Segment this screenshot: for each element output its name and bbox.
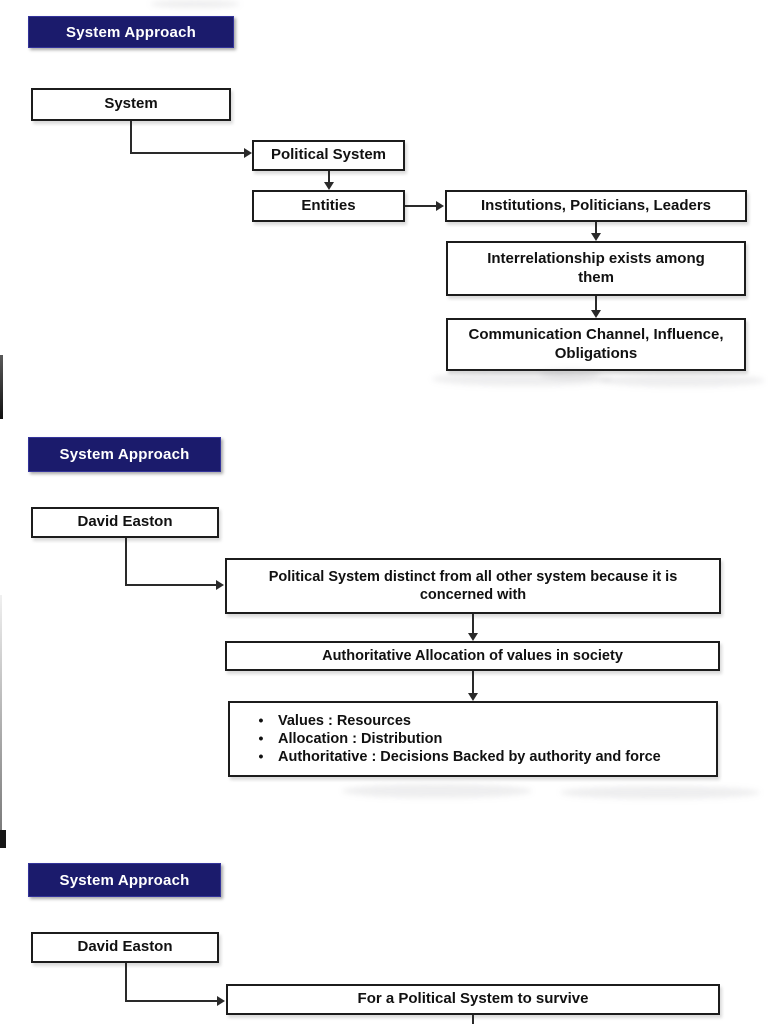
flow-box-institutions: Institutions, Politicians, Leaders xyxy=(445,190,747,222)
shadow-smudge xyxy=(540,369,600,379)
flow-box-authoritative: Authoritative Allocation of values in so… xyxy=(225,641,720,671)
flow-box-political-system: Political System xyxy=(252,140,405,171)
flow-box-david-easton: David Easton xyxy=(31,507,219,538)
arrowhead-right-icon xyxy=(436,201,444,211)
connector-line xyxy=(405,205,436,207)
arrowhead-down-icon xyxy=(591,233,601,241)
slide-title: System Approach xyxy=(66,23,196,41)
shadow-smudge xyxy=(432,372,612,386)
flow-box-david-easton: David Easton xyxy=(31,932,219,963)
connector-line xyxy=(125,584,216,586)
list-item: • Allocation : Distribution xyxy=(244,729,443,748)
slide-title-badge: System Approach xyxy=(28,437,221,472)
shadow-smudge xyxy=(560,786,760,799)
flow-box-label: For a Political System to survive xyxy=(357,990,589,1008)
flow-box-label: Political System distinct from all other… xyxy=(268,568,678,603)
edge-artifact xyxy=(0,355,3,419)
flow-box-label: Interrelationship exists among them xyxy=(487,249,705,286)
shadow-smudge xyxy=(342,784,532,798)
flow-box-bullet-list: • Values : Resources • Allocation : Dist… xyxy=(228,701,718,777)
arrowhead-right-icon xyxy=(216,580,224,590)
bullet-icon: • xyxy=(258,748,264,765)
list-item-text: Authoritative : Decisions Backed by auth… xyxy=(278,749,661,766)
edge-artifact xyxy=(0,595,2,845)
connector-line xyxy=(472,614,474,633)
flow-box-label: David Easton xyxy=(77,938,173,956)
connector-line xyxy=(595,296,597,310)
connector-line xyxy=(125,538,127,586)
connector-line xyxy=(125,1000,217,1002)
connector-line xyxy=(328,171,330,183)
shadow-smudge xyxy=(600,374,765,387)
flow-box-label: Political System xyxy=(270,146,387,164)
flow-box-label: System xyxy=(104,95,158,113)
flow-box-label: David Easton xyxy=(77,513,173,531)
flow-box-interrelationship: Interrelationship exists among them xyxy=(446,241,746,296)
slide-title: System Approach xyxy=(59,871,190,889)
list-item-text: Allocation : Distribution xyxy=(278,730,443,747)
slide-title-badge: System Approach xyxy=(28,16,234,48)
arrowhead-right-icon xyxy=(244,148,252,158)
arrowhead-down-icon xyxy=(468,633,478,641)
slide-title-badge: System Approach xyxy=(28,863,221,897)
arrowhead-right-icon xyxy=(217,996,225,1006)
list-item-text: Values : Resources xyxy=(278,712,411,729)
arrowhead-down-icon xyxy=(468,693,478,701)
flow-box-label: Authoritative Allocation of values in so… xyxy=(322,647,623,664)
connector-line xyxy=(130,152,244,154)
connector-line xyxy=(130,121,132,154)
arrowhead-down-icon xyxy=(324,182,334,190)
flow-box-label: Entities xyxy=(301,196,356,214)
edge-artifact xyxy=(0,830,6,848)
connector-line xyxy=(125,963,127,1002)
bullet-icon: • xyxy=(258,729,264,746)
arrowhead-down-icon xyxy=(591,310,601,318)
shadow-smudge xyxy=(150,0,240,8)
list-item: • Values : Resources xyxy=(244,712,411,730)
connector-line xyxy=(472,671,474,693)
flow-box-label: Communication Channel, Influence, Obliga… xyxy=(468,325,724,362)
flow-box-survive: For a Political System to survive xyxy=(226,984,720,1015)
connector-line xyxy=(472,1015,474,1024)
flow-box-entities: Entities xyxy=(252,190,405,222)
flow-box-distinct: Political System distinct from all other… xyxy=(225,558,721,614)
flow-box-system: System xyxy=(31,88,231,121)
list-item: • Authoritative : Decisions Backed by au… xyxy=(244,748,661,766)
slide-title: System Approach xyxy=(59,446,190,463)
flow-box-communication: Communication Channel, Influence, Obliga… xyxy=(446,318,746,371)
bullet-icon: • xyxy=(258,711,264,728)
flow-box-label: Institutions, Politicians, Leaders xyxy=(480,196,712,214)
connector-line xyxy=(595,222,597,233)
